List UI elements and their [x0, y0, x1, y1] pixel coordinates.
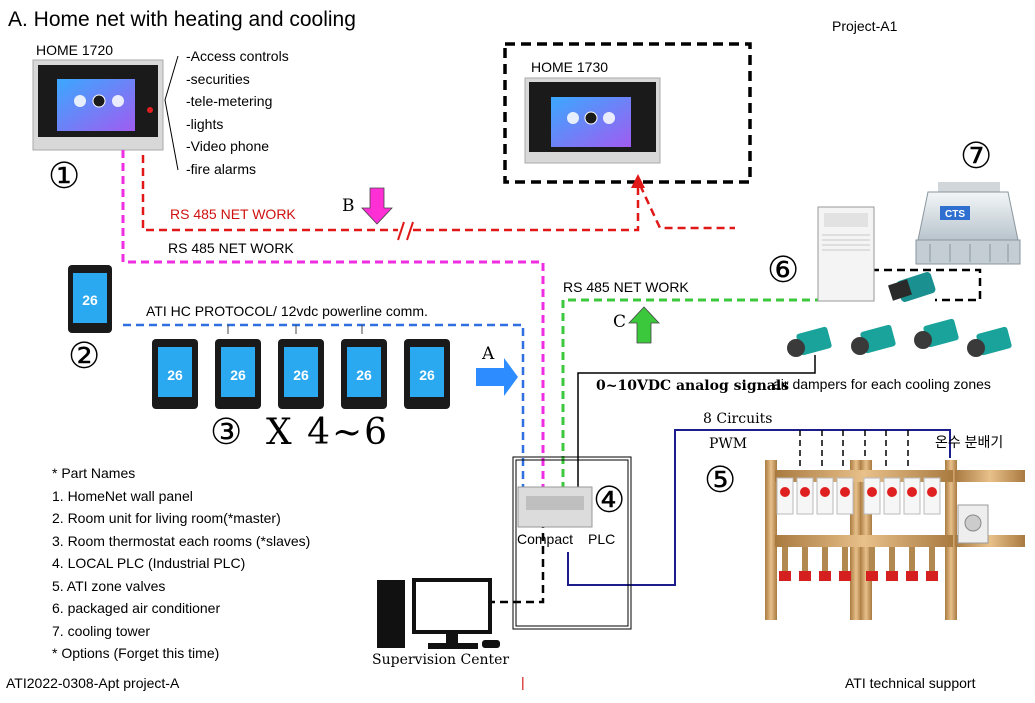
- red-net-break: [397, 221, 414, 241]
- arrow-a-label: A: [482, 344, 495, 364]
- feature-securities: -securities: [186, 70, 250, 87]
- supervision-label: Supervision Center: [372, 652, 510, 668]
- home1720-label: HOME 1720: [36, 42, 114, 58]
- feature-brace: [164, 55, 179, 171]
- room-thermostat: 26: [215, 339, 261, 409]
- zone-valve: [923, 477, 941, 581]
- feature-access: -Access controls: [186, 48, 289, 64]
- marker-5: ⑤: [704, 460, 737, 501]
- zone-valve: [883, 477, 901, 581]
- circuits-label: 8 Circuits: [703, 411, 773, 427]
- pink-net-label: RS 485 NET WORK: [168, 240, 294, 256]
- air-damper: [967, 326, 1012, 357]
- thermostat-quantity: X 4~6: [266, 412, 390, 453]
- blue-bus-line: [123, 323, 525, 490]
- zone-valve: [816, 477, 834, 581]
- analog-label: 0~10VDC analog signals: [596, 378, 790, 394]
- zone-valve: [863, 477, 881, 581]
- thermostat-reading: 26: [356, 367, 372, 383]
- supervision-link: [490, 520, 545, 604]
- room-thermostat: 26: [404, 339, 450, 409]
- room-thermostats: 26 26 26 26 26: [152, 339, 450, 409]
- red-net-label: RS 485 NET WORK: [170, 206, 296, 222]
- analog-line: [577, 355, 816, 490]
- marker-4: ④: [593, 480, 626, 521]
- red-net-right: [413, 185, 640, 232]
- part-item: 1. HomeNet wall panel: [52, 487, 193, 504]
- marker-3: ③: [210, 412, 243, 453]
- zone-valve: [903, 477, 921, 581]
- home1730-label: HOME 1730: [531, 59, 609, 75]
- page-title: A. Home net with heating and cooling: [8, 8, 356, 31]
- air-damper: [851, 324, 896, 355]
- supervision-computer: [377, 578, 500, 649]
- pwm-line: [567, 429, 951, 586]
- protocol-label: ATI HC PROTOCOL/ 12vdc powerline comm.: [146, 303, 428, 319]
- room-thermostat: 26: [278, 339, 324, 409]
- home1730-frame: [503, 42, 752, 184]
- project-label: Project-A1: [832, 18, 898, 34]
- footer-cursor-mark: |: [521, 674, 525, 690]
- marker-6: ⑥: [767, 250, 800, 291]
- living-room-unit: 26: [68, 265, 112, 333]
- thermostat-reading: 26: [293, 367, 309, 383]
- plc-compact-label: Compact: [517, 531, 574, 547]
- part-item: 3. Room thermostat each rooms (*slaves): [52, 532, 311, 549]
- arrow-a-shape: [476, 358, 518, 396]
- arrow-b-shape: [361, 187, 393, 225]
- plc-name-label: PLC: [588, 531, 616, 547]
- feature-video-phone: -Video phone: [186, 138, 270, 155]
- arrow-c-label: C: [613, 312, 627, 332]
- marker-2: ②: [68, 336, 101, 377]
- part-item: 7. cooling tower: [52, 622, 151, 639]
- zone-valves: [776, 477, 941, 581]
- air-conditioner: [817, 206, 875, 302]
- thermostat-reading: 26: [230, 367, 246, 383]
- part-item: * Options (Forget this time): [52, 645, 220, 661]
- living-room-reading: 26: [82, 292, 98, 308]
- manifold: [765, 460, 1025, 620]
- feature-list: -Access controls -securities -tele-meter…: [186, 45, 289, 181]
- part-item: 5. ATI zone valves: [52, 577, 166, 594]
- feature-fire-alarms: -fire alarms: [186, 160, 257, 177]
- footer-support: ATI technical support: [845, 675, 976, 691]
- part-item: 2. Room unit for living room(*master): [52, 510, 281, 526]
- feature-metering: -tele-metering: [186, 93, 273, 110]
- zone-valve: [836, 477, 854, 581]
- thermostat-reading: 26: [167, 367, 183, 383]
- parts-header: * Part Names: [52, 465, 136, 481]
- footer-doc-id: ATI2022-0308-Apt project-A: [6, 675, 180, 691]
- arrow-c-shape: [628, 306, 660, 344]
- arrow-b-label: B: [342, 196, 355, 216]
- zone-valve: [796, 477, 814, 581]
- air-damper: [787, 326, 832, 357]
- pump: [888, 272, 936, 302]
- pwm-label: PWM: [709, 436, 748, 452]
- manifold-label: 온수 분배기: [935, 434, 1004, 450]
- plc-cabinet: [512, 456, 632, 630]
- part-item: 6. packaged air conditioner: [52, 600, 221, 616]
- air-damper: [914, 318, 959, 349]
- tower-logo: CTS: [945, 209, 965, 220]
- feature-lights: -lights: [186, 115, 224, 132]
- part-item: 4. LOCAL PLC (Industrial PLC): [52, 555, 246, 571]
- marker-1: ①: [48, 156, 81, 197]
- air-dampers: [787, 318, 1012, 357]
- cooling-tower: CTS: [915, 182, 1021, 265]
- thermostat-reading: 26: [419, 367, 435, 383]
- zone-valve: [776, 477, 794, 581]
- home1720-panel: [32, 59, 164, 151]
- marker-7: ⑦: [960, 136, 993, 177]
- green-net-label: RS 485 NET WORK: [563, 279, 689, 295]
- pink-rs485-line: [121, 150, 545, 490]
- part-names-list: * Part Names 1. HomeNet wall panel 2. Ro…: [52, 462, 310, 665]
- room-thermostat: 26: [341, 339, 387, 409]
- room-thermostat: 26: [152, 339, 198, 409]
- home1730-panel: [524, 77, 661, 164]
- dampers-label: air dampers for each cooling zones: [773, 376, 991, 392]
